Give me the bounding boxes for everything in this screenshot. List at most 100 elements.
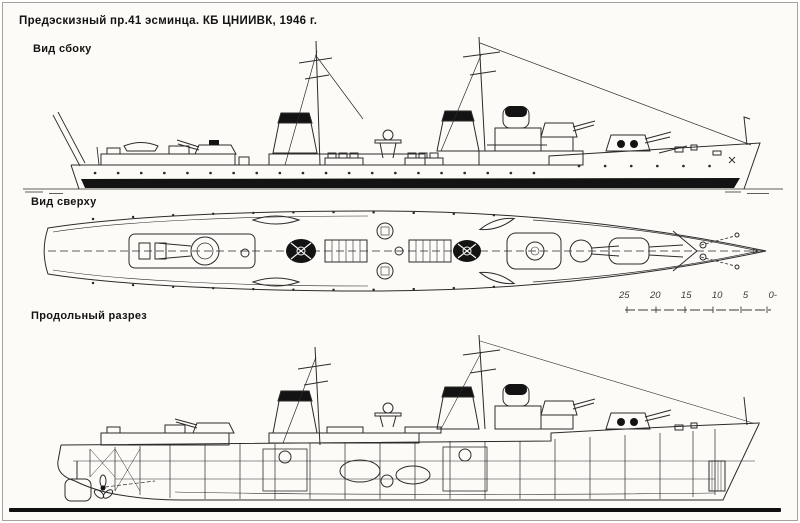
aft-funnel-cap-section	[277, 390, 313, 402]
anchor	[728, 156, 736, 164]
propeller-blade	[102, 489, 114, 499]
deckhouse-box	[106, 426, 121, 434]
scale-numbers: 25 20 15 10 5 0-	[617, 291, 779, 301]
propeller-shaft	[104, 480, 156, 488]
ship-boat	[123, 142, 159, 152]
aft-funnel-ring	[296, 246, 306, 256]
gun-mount-wheel	[630, 418, 638, 426]
director-hood	[505, 106, 527, 117]
stern-x-bracing	[89, 448, 141, 492]
jackstaff	[743, 116, 751, 146]
water-ripples	[25, 191, 769, 194]
deck-hatch	[240, 248, 250, 258]
torpedo-tube-heads	[327, 152, 359, 158]
torpedo-tubes-section	[404, 426, 442, 434]
aft-deckhouse-plan	[128, 233, 256, 269]
deck-fitting	[690, 422, 698, 429]
side-view-drawing	[23, 36, 783, 194]
scale-tick-label: 0-	[768, 290, 777, 301]
forward-superstructure	[478, 150, 584, 166]
forecastle-deck-edge	[532, 219, 760, 283]
forestay-rigging	[440, 42, 752, 152]
scale-tick-label: 10	[711, 290, 723, 301]
b-gun-barrels-section	[572, 398, 596, 410]
top-view-drawing	[43, 210, 767, 292]
deckhouse-box	[164, 424, 186, 434]
searchlight	[382, 129, 394, 141]
torpedo-tube-heads	[407, 152, 439, 158]
section-view-drawing	[57, 334, 761, 502]
boiler-aft	[262, 448, 308, 492]
deck-fitting	[674, 424, 684, 431]
boiler-drum	[458, 448, 472, 462]
aft-deckhouse-section	[100, 432, 230, 446]
hawse-pipe	[734, 232, 740, 238]
ship-boat-plan	[251, 215, 301, 287]
deckhouse-box	[168, 145, 190, 155]
fore-mast	[478, 36, 486, 152]
double-bottom	[174, 491, 716, 495]
fore-funnel-cap-section	[441, 386, 475, 398]
main-mast	[315, 40, 321, 166]
fore-mast-yards-section	[462, 349, 501, 374]
side-view-label: Вид сбоку	[33, 43, 92, 55]
torpedo-tubes-fore	[404, 157, 444, 166]
page-title: Предэскизный пр.41 эсминца. КБ ЦНИИВК, 1…	[19, 15, 318, 27]
torpedo-tubes-section	[326, 426, 364, 434]
anchor-chains	[700, 235, 736, 267]
b-gun-plan	[569, 239, 593, 263]
bridge-block-section	[494, 405, 542, 430]
director-hood-section	[505, 384, 527, 395]
director-plan-inner	[530, 246, 540, 256]
aft-gun-barrels-section	[174, 418, 198, 429]
bow-fitting	[752, 248, 758, 254]
searchlight-pedestal-section	[379, 415, 397, 428]
capstan	[699, 241, 707, 249]
bulkheads	[89, 429, 716, 499]
torpedo-mount-hatch	[331, 240, 361, 262]
baseline-rule	[9, 508, 781, 512]
bridge-boat-port	[478, 217, 516, 231]
hawse-pipe	[734, 264, 740, 270]
a-gun-barrels-section	[644, 409, 672, 422]
shelter-deck	[540, 136, 574, 152]
aa-gun	[380, 266, 390, 276]
deck-fitting	[712, 150, 722, 156]
scale-tick-label: 25	[619, 290, 630, 301]
top-view-label: Вид сверху	[31, 196, 97, 208]
turbine	[395, 465, 431, 485]
aft-gun-turret-plan	[190, 236, 220, 266]
aft-turret-cupola	[209, 140, 219, 145]
aa-platform-port	[376, 222, 394, 240]
deck-hatch	[394, 246, 404, 256]
gun-mount-wheel	[617, 140, 625, 148]
aft-deckhouse	[100, 153, 236, 166]
forestay-section	[440, 340, 754, 430]
deck-bollards	[91, 210, 515, 221]
gun-mount-wheel	[630, 140, 638, 148]
aft-gun-barrels	[176, 139, 200, 151]
section-view-label: Продольный разрез	[31, 310, 148, 322]
scale-bar: 25 20 15 10 5 0-	[617, 291, 779, 313]
main-mast-yards-section	[297, 363, 332, 386]
breakwater-plan	[672, 230, 698, 272]
main-mast-section	[314, 346, 321, 446]
aft-gun-turret-ring	[196, 242, 214, 260]
fore-funnel-grating	[457, 243, 477, 259]
deck-fitting	[674, 146, 684, 153]
deckhouse-box	[106, 147, 121, 155]
bridge-block	[494, 127, 542, 152]
a-gun-turret-section	[605, 412, 651, 430]
stern-staff	[96, 146, 100, 166]
a-gun-barrels-plan	[648, 244, 684, 258]
fore-funnel-ring	[462, 246, 472, 256]
chain-locker	[708, 460, 726, 492]
shelter-deck-section	[540, 414, 574, 430]
scale-tick-label: 5	[742, 290, 749, 301]
bridge-boat-starboard	[478, 271, 516, 285]
boiler-fore	[442, 446, 488, 492]
fore-funnel-cap	[441, 110, 475, 122]
scale-tick-label: 15	[680, 290, 692, 301]
propeller-blade	[99, 474, 107, 488]
